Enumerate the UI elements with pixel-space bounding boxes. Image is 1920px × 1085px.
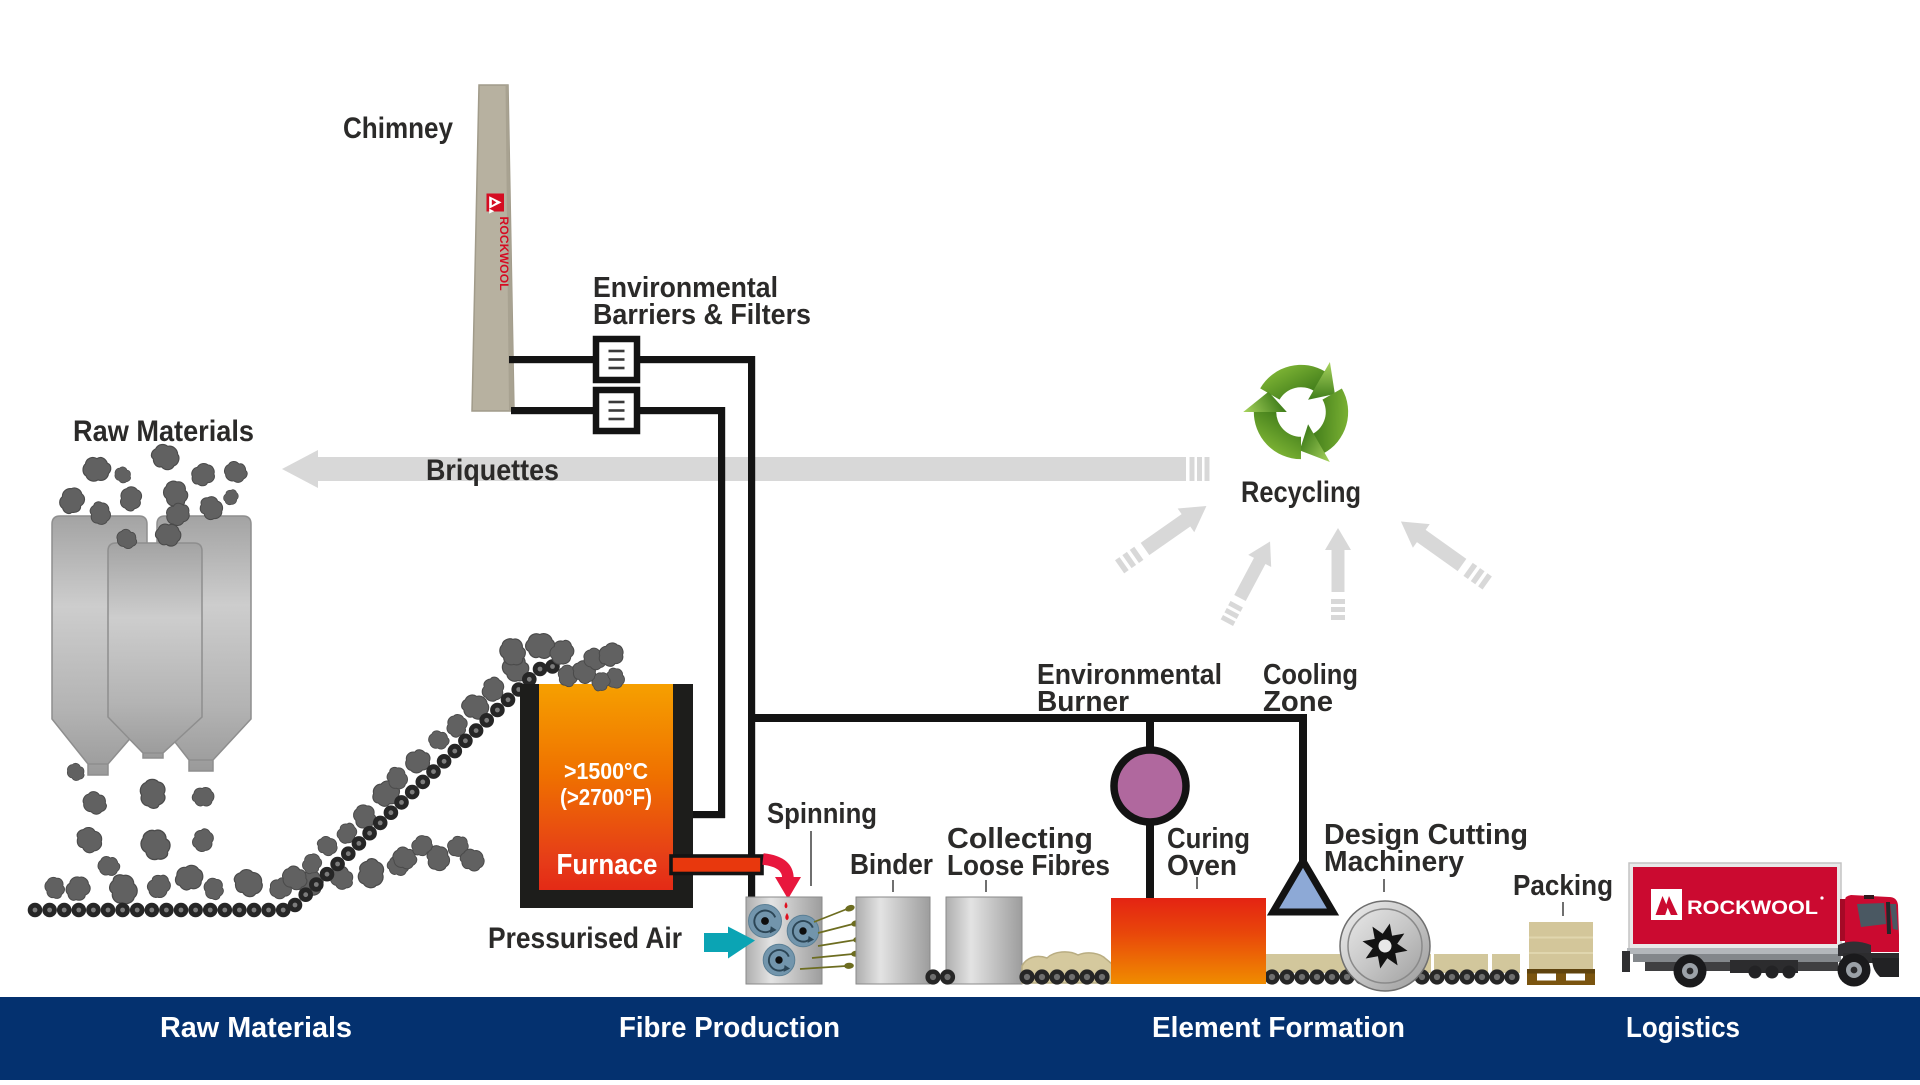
- svg-text:ROCKWOOL: ROCKWOOL: [1687, 898, 1818, 919]
- svg-text:>1500°C: >1500°C: [564, 758, 648, 784]
- svg-text:Packing: Packing: [1513, 870, 1613, 902]
- svg-text:(>2700°F): (>2700°F): [560, 784, 652, 810]
- svg-text:Burner: Burner: [1037, 686, 1129, 718]
- svg-text:Element Formation: Element Formation: [1152, 1012, 1405, 1044]
- svg-text:Collecting: Collecting: [947, 823, 1093, 855]
- svg-text:Spinning: Spinning: [767, 798, 877, 830]
- svg-text:Binder: Binder: [850, 849, 933, 881]
- svg-text:Oven: Oven: [1167, 850, 1237, 882]
- svg-text:Raw Materials: Raw Materials: [160, 1012, 352, 1044]
- svg-text:Raw Materials: Raw Materials: [73, 415, 254, 448]
- svg-text:Chimney: Chimney: [343, 112, 453, 145]
- svg-text:Briquettes: Briquettes: [426, 454, 559, 487]
- svg-text:Barriers & Filters: Barriers & Filters: [593, 299, 811, 331]
- svg-text:Cooling: Cooling: [1263, 659, 1358, 691]
- svg-text:Loose Fibres: Loose Fibres: [947, 850, 1110, 882]
- svg-text:Curing: Curing: [1167, 823, 1250, 855]
- svg-text:Environmental: Environmental: [593, 272, 778, 304]
- svg-text:Logistics: Logistics: [1626, 1012, 1740, 1044]
- svg-text:Pressurised Air: Pressurised Air: [488, 922, 682, 955]
- svg-text:Fibre Production: Fibre Production: [619, 1012, 840, 1044]
- svg-text:Machinery: Machinery: [1324, 846, 1464, 878]
- svg-text:Environmental: Environmental: [1037, 659, 1222, 691]
- svg-text:Design Cutting: Design Cutting: [1324, 819, 1528, 851]
- svg-text:Zone: Zone: [1263, 686, 1333, 718]
- svg-text:Furnace: Furnace: [557, 849, 658, 881]
- svg-text:Recycling: Recycling: [1241, 476, 1361, 509]
- svg-text:ROCKWOOL: ROCKWOOL: [497, 217, 511, 291]
